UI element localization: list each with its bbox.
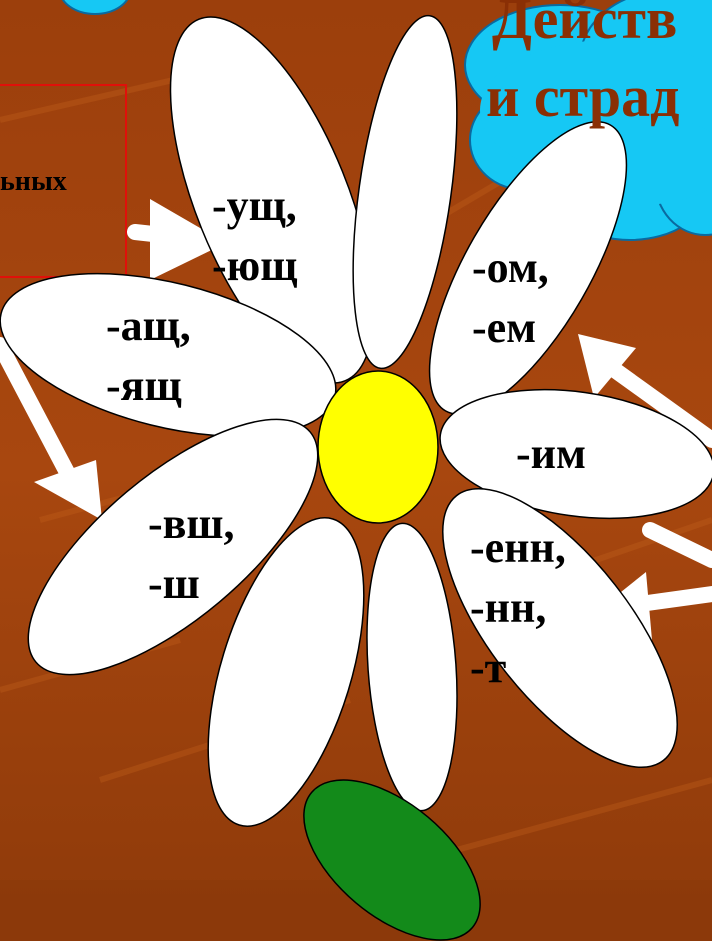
title-line-1: Действ bbox=[492, 0, 677, 52]
petal-text-top-left: -ущ, -ющ bbox=[212, 176, 297, 296]
suffix-im: -им bbox=[516, 424, 586, 484]
suffix-ushch: -ущ, bbox=[212, 176, 297, 236]
suffix-t: -т bbox=[470, 638, 566, 698]
suffix-sh: -ш bbox=[148, 554, 235, 614]
suffix-enn: -енн, bbox=[470, 518, 566, 578]
suffix-om: -ом, bbox=[472, 238, 549, 298]
suffix-ashch: -ащ, bbox=[106, 296, 191, 356]
flower-center bbox=[318, 371, 438, 523]
petal-text-left: -ащ, -ящ bbox=[106, 296, 191, 416]
label-box-text: ьных bbox=[0, 166, 67, 198]
suffix-yushch: -ющ bbox=[212, 236, 297, 296]
suffix-yashch: -ящ bbox=[106, 356, 191, 416]
petal-text-top-right: -ом, -ем bbox=[472, 238, 549, 358]
suffix-em: -ем bbox=[472, 298, 549, 358]
title-line-2: и страд bbox=[486, 64, 679, 130]
petal-text-bottom-left: -вш, -ш bbox=[148, 494, 235, 614]
petal-text-right: -им bbox=[516, 424, 586, 484]
suffix-nn: -нн, bbox=[470, 578, 566, 638]
suffix-vsh: -вш, bbox=[148, 494, 235, 554]
petal-text-bottom-right: -енн, -нн, -т bbox=[470, 518, 566, 698]
